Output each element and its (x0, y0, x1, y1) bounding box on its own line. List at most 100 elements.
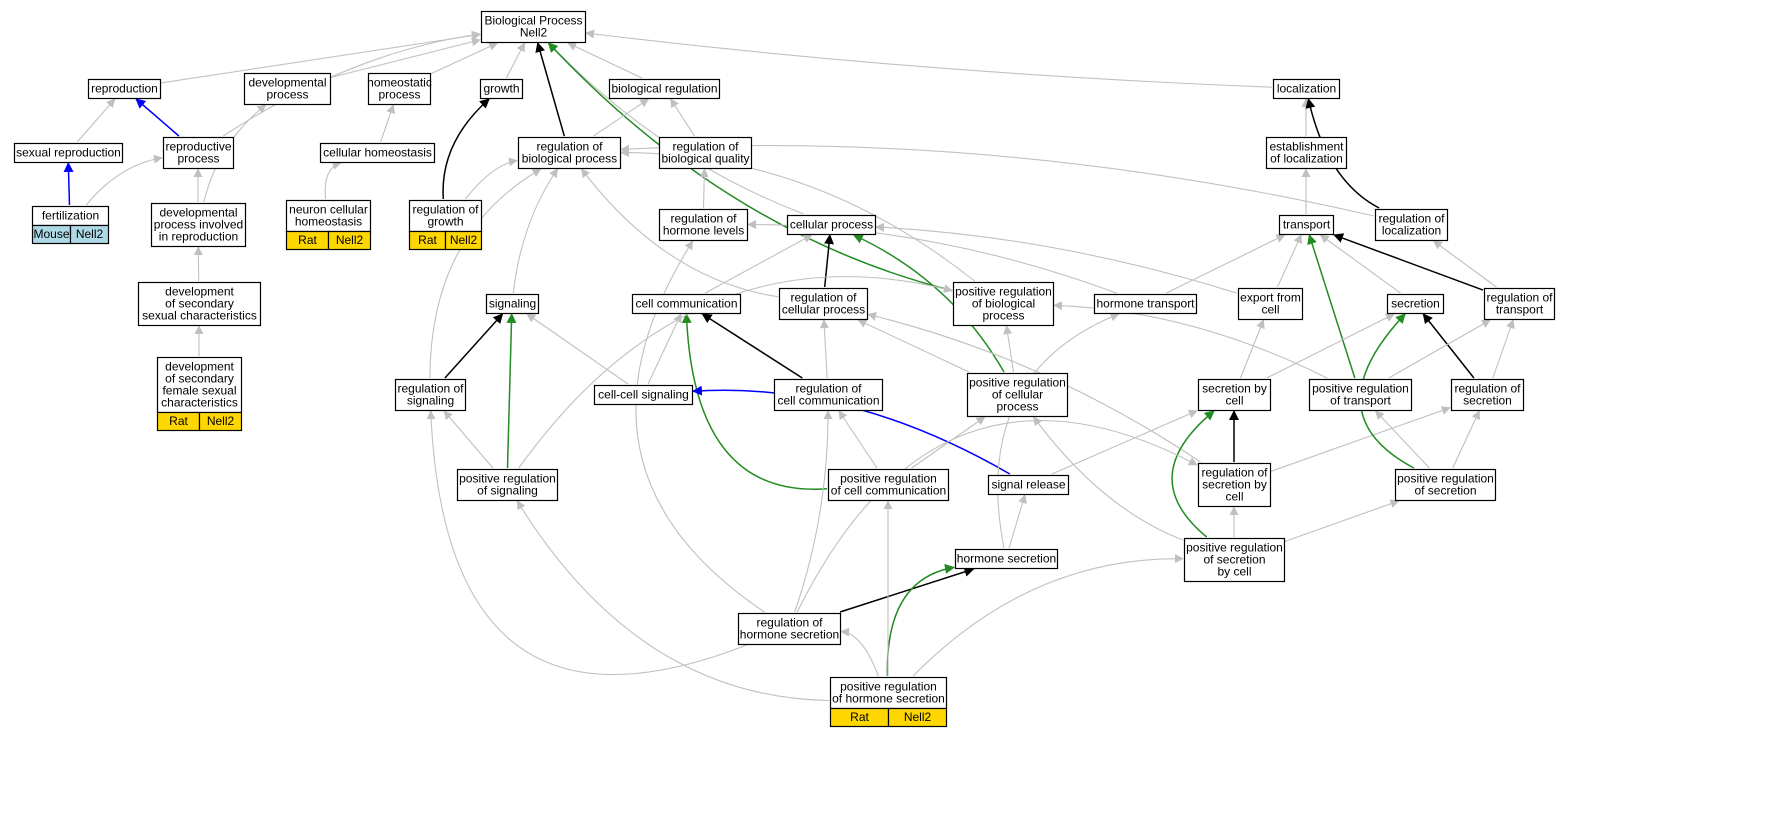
node-reggrowth-label-1: growth (427, 215, 463, 229)
node-transport[interactable]: transport (1278, 214, 1335, 236)
edge-repproc-to-root (222, 30, 481, 137)
node-root-label-1: Nell2 (520, 26, 548, 40)
node-posregcell-box (966, 372, 1069, 418)
edge-localization-to-root (585, 29, 1273, 88)
edge-export-to-cellproc (875, 222, 1238, 294)
node-sexrep[interactable]: sexual reproduction (13, 142, 124, 164)
node-posregcc-box (827, 468, 950, 502)
node-cellproc[interactable]: cellular process (786, 214, 877, 236)
node-ccsig-box (593, 384, 694, 406)
node-devproc-label-1: process (266, 88, 308, 102)
node-sexrep-box (13, 142, 124, 164)
edge-hormsec-to-sigrel (1008, 494, 1027, 549)
node-posregtrans-label-0: positive regulation (1312, 382, 1409, 396)
node-cellhomeo[interactable]: cellular homeostasis (319, 142, 436, 164)
node-cellcomm[interactable]: cell communication (631, 293, 742, 315)
node-posregbio-label-2: process (982, 309, 1024, 323)
edge-posregcell-to-cellproc (852, 234, 1005, 373)
node-secretion-box (1386, 293, 1445, 315)
node-growth-box (479, 78, 524, 100)
node-regsec-label-1: secretion (1463, 394, 1512, 408)
node-regtrans-label-1: transport (1496, 303, 1544, 317)
edge-bioreg-to-root (567, 42, 643, 79)
node-export-label-1: cell (1261, 303, 1279, 317)
node-cellhomeo-box (319, 142, 436, 164)
node-homeoproc-label-0: homeostatic (367, 76, 432, 90)
edge-regsig-to-signaling (444, 313, 504, 379)
node-signaling[interactable]: signaling (485, 293, 540, 315)
edge-regsecbycell-to-regcellproc (867, 311, 1201, 463)
node-reggrowth-gene-cell (444, 230, 483, 251)
edge-posregbio-to-root (547, 42, 953, 292)
edge-regsec-to-secretion (1422, 313, 1475, 379)
node-growth[interactable]: growth (479, 78, 524, 100)
edge-devproc-to-root (330, 37, 481, 78)
node-fert-gene-label: Nell2 (76, 227, 104, 241)
node-root-box (480, 10, 587, 44)
node-posregsig-label-0: positive regulation (459, 472, 556, 486)
node-localization-label-0: localization (1277, 82, 1336, 96)
node-regsig-label-1: signaling (407, 394, 454, 408)
edge-reghormsec-to-hormsec (839, 567, 975, 613)
node-regloc-label-1: localization (1382, 224, 1441, 238)
node-repproc-box (162, 136, 235, 170)
node-hormtrans-box (1093, 293, 1198, 315)
node-signaling-label-0: signaling (489, 297, 536, 311)
node-regcc-label-1: cell communication (777, 394, 879, 408)
node-sigrel[interactable]: signal release (987, 474, 1070, 496)
node-transport-box (1278, 214, 1335, 236)
node-bioreg-label-0: biological regulation (611, 82, 717, 96)
node-bioreg[interactable]: biological regulation (608, 78, 721, 100)
node-posregsig-label-1: of signaling (477, 484, 538, 498)
edge-ccsig-to-signaling (526, 313, 629, 385)
node-cellcomm-label-0: cell communication (635, 297, 737, 311)
node-neuronhomeo-label-0: neuron cellular (289, 203, 368, 217)
node-localization[interactable]: localization (1272, 78, 1341, 100)
node-reproduction[interactable]: reproduction (87, 78, 162, 100)
node-ccsig[interactable]: cell-cell signaling (593, 384, 694, 406)
edge-posregtrans-to-posregbio (1053, 301, 1328, 379)
node-root-label-0: Biological Process (484, 14, 582, 28)
node-posregcc-label-0: positive regulation (840, 472, 937, 486)
node-regtrans-label-0: regulation of (1486, 291, 1553, 305)
node-hormtrans[interactable]: hormone transport (1093, 293, 1198, 315)
edge-fert-to-repproc (85, 154, 163, 206)
node-secretion[interactable]: secretion (1386, 293, 1445, 315)
node-posregsec-label-1: of secretion (1414, 484, 1476, 498)
node-regcellproc-label-0: regulation of (790, 291, 857, 305)
node-reproduction-box (87, 78, 162, 100)
node-hormsec[interactable]: hormone secretion (954, 548, 1059, 570)
